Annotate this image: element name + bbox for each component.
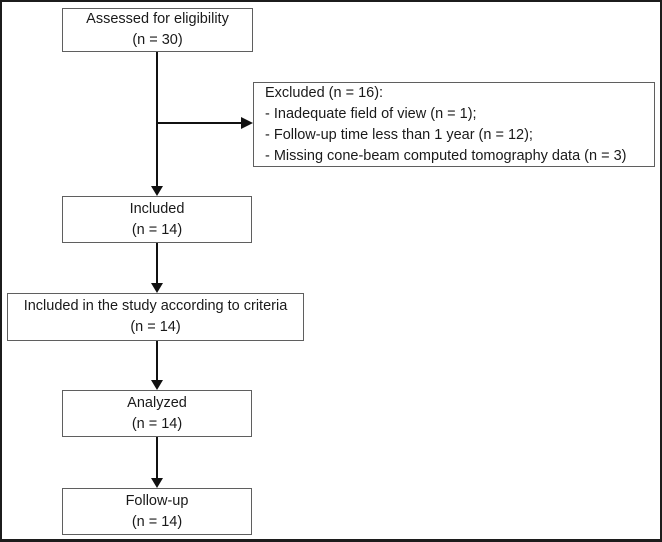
arrowhead-right-excluded <box>241 117 253 129</box>
box-excluded: Excluded (n = 16): - Inadequate field of… <box>253 82 655 167</box>
assessed-label: Assessed for eligibility <box>86 11 229 27</box>
excluded-reason: - Follow-up time less than 1 year (n = 1… <box>265 126 533 143</box>
included-criteria-label: Included in the study according to crite… <box>23 298 288 314</box>
arrow-line-assessed-to-included <box>156 52 158 186</box>
box-analyzed: Analyzed (n = 14) <box>62 390 252 437</box>
assessed-count: (n = 30) <box>132 32 183 48</box>
included-criteria-count: (n = 14) <box>130 319 181 335</box>
excluded-reason: - Missing cone-beam computed tomography … <box>265 147 627 164</box>
analyzed-label: Analyzed <box>127 394 187 411</box>
follow-up-count: (n = 14) <box>131 513 183 530</box>
box-follow-up: Follow-up (n = 14) <box>62 488 252 535</box>
arrow-line-branch-to-excluded <box>157 122 241 124</box>
excluded-reason: - Inadequate field of view (n = 1); <box>265 105 477 122</box>
arrow-line-criteria-to-analyzed <box>156 341 158 380</box>
included-count: (n = 14) <box>131 221 183 238</box>
excluded-title: Excluded (n = 16): <box>265 84 384 101</box>
follow-up-label: Follow-up <box>125 492 189 509</box>
analyzed-count: (n = 14) <box>131 415 183 432</box>
arrowhead-down-included <box>151 186 163 196</box>
included-label: Included <box>129 200 185 217</box>
box-included-criteria: Included in the study according to crite… <box>7 293 304 341</box>
arrowhead-down-criteria <box>151 283 163 293</box>
arrow-line-analyzed-to-followup <box>156 437 158 478</box>
box-assessed-eligibility: Assessed for eligibility (n = 30) <box>62 8 253 52</box>
arrow-line-included-to-criteria <box>156 243 158 283</box>
arrowhead-down-analyzed <box>151 380 163 390</box>
arrowhead-down-followup <box>151 478 163 488</box>
box-included: Included (n = 14) <box>62 196 252 243</box>
